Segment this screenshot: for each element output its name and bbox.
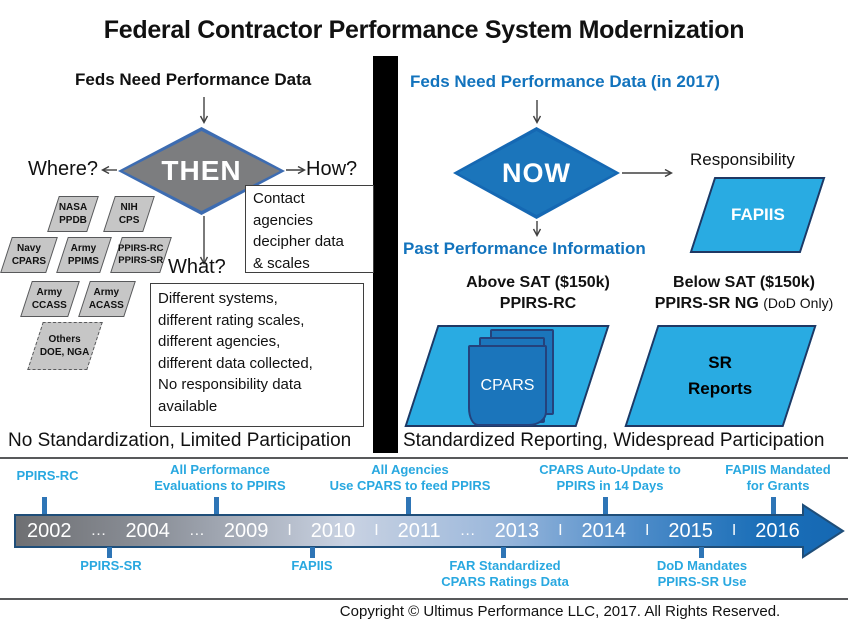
- below-sat-system: PPIRS-SR NG: [654, 295, 759, 312]
- timeline-note-ppirs-sr: PPIRS-SR: [80, 558, 142, 573]
- system-label: Army: [37, 286, 63, 298]
- timeline-tick: [699, 547, 704, 558]
- then-diamond-label: THEN: [161, 155, 242, 186]
- system-label: Army: [71, 242, 97, 254]
- left-footer: No Standardization, Limited Participatio…: [8, 430, 352, 451]
- system-label: CCASS: [32, 299, 68, 310]
- right-footer: Standardized Reporting, Widespread Parti…: [403, 430, 825, 451]
- timeline-separator: I: [644, 522, 650, 539]
- timeline-separator: …: [459, 522, 476, 539]
- below-sat-note: (DoD Only): [763, 295, 834, 311]
- sr-line1: SR: [708, 353, 733, 372]
- separator-line-bottom: [0, 598, 848, 600]
- timeline-note-dod-mandates: DoD Mandates PPIRS-SR Use: [656, 558, 748, 589]
- timeline-separator: I: [374, 522, 379, 539]
- copyright-text: Copyright © Ultimus Performance LLC, 201…: [339, 603, 781, 620]
- now-diamond: NOW: [453, 127, 620, 219]
- timeline-tick: [771, 497, 776, 515]
- system-label: PPIMS: [68, 255, 100, 266]
- timeline-years: 2002 … 2004 … 2009 I 2010 I 2011 … 2013 …: [15, 515, 810, 547]
- timeline-separator: I: [287, 522, 292, 539]
- issues-box-line: different agencies,: [158, 333, 281, 350]
- cpars-doc-front: CPARS: [468, 345, 547, 426]
- contact-box-line: decipher data: [253, 233, 344, 250]
- left-header: Feds Need Performance Data: [75, 70, 312, 89]
- above-sat-line2: PPIRS-RC: [499, 295, 577, 312]
- timeline-tick: [501, 547, 506, 558]
- issues-box-line: Different systems,: [158, 290, 278, 307]
- timeline-note-ppirs-rc: PPIRS-RC: [16, 468, 79, 483]
- issues-box-line: different rating scales,: [158, 311, 305, 329]
- sr-line2: Reports: [688, 379, 753, 398]
- timeline-year: 2013: [494, 519, 540, 542]
- system-label: NIH: [120, 201, 138, 213]
- what-label: What?: [168, 256, 226, 278]
- timeline-year: 2015: [668, 519, 713, 542]
- timeline-year: 2010: [310, 519, 356, 542]
- system-label: CPARS: [11, 255, 47, 266]
- timeline-year: 2014: [581, 519, 627, 542]
- timeline-note-all-agencies: All Agencies Use CPARS to feed PPIRS: [329, 462, 491, 493]
- timeline-arrow: [14, 503, 845, 559]
- timeline-year: 2016: [755, 519, 800, 542]
- where-label: Where?: [28, 158, 99, 180]
- above-sat-line1: Above SAT ($150k): [466, 274, 610, 291]
- timeline-note-fapiis-grants: FAPIIS Mandated for Grants: [725, 462, 831, 493]
- contact-box-line: & scales: [253, 254, 310, 272]
- separator-line-top: [0, 457, 848, 459]
- right-header: Feds Need Performance Data (in 2017): [410, 72, 720, 91]
- past-performance-label: Past Performance Information: [403, 239, 646, 258]
- timeline-tick: [406, 497, 411, 515]
- system-label: Others: [48, 333, 82, 345]
- issues-box-line: available: [158, 397, 218, 415]
- system-label: DOE, NGA: [40, 346, 90, 357]
- below-sat-line1: Below SAT ($150k): [673, 274, 815, 291]
- system-label: CPS: [118, 214, 140, 225]
- issues-box: Different systems, different rating scal…: [150, 283, 364, 427]
- timeline-tick: [42, 497, 47, 515]
- timeline-separator: I: [731, 522, 737, 539]
- now-diamond-label: NOW: [502, 157, 571, 188]
- sr-reports-shape: SR Reports: [624, 325, 817, 427]
- contact-box-line: agencies: [253, 211, 314, 229]
- timeline-note-far-standardized: FAR Standardized CPARS Ratings Data: [441, 558, 569, 589]
- below-sat-header: Below SAT ($150k) PPIRS-SR NG (DoD Only): [624, 272, 848, 314]
- system-label: PPDB: [59, 214, 87, 225]
- system-label: NASA: [58, 201, 88, 213]
- system-label: Navy: [17, 242, 41, 254]
- responsibility-label: Responsibility: [690, 150, 795, 169]
- fapiis-label: FAPIIS: [730, 205, 785, 224]
- timeline-tick: [214, 497, 219, 515]
- timeline-note-evaluations: All Performance Evaluations to PPIRS: [154, 462, 286, 493]
- above-sat-header: Above SAT ($150k) PPIRS-RC: [438, 272, 638, 314]
- timeline-note-fapiis: FAPIIS: [291, 558, 333, 573]
- system-label: PPIRS-RC: [118, 243, 164, 255]
- timeline-year: 2004: [125, 519, 170, 542]
- timeline-year: 2011: [397, 519, 441, 542]
- timeline-year: 2002: [27, 519, 72, 542]
- timeline-tick: [310, 547, 315, 558]
- timeline-separator: …: [90, 522, 107, 539]
- timeline-tick: [107, 547, 112, 558]
- below-sat-line2: PPIRS-SR NG (DoD Only): [624, 293, 848, 314]
- system-label: Army: [94, 286, 120, 298]
- system-label: PPIRS-SR: [118, 255, 164, 266]
- contact-box-line: Contact: [253, 190, 305, 207]
- timeline-separator: …: [188, 522, 205, 539]
- timeline-bar: [14, 503, 845, 559]
- page-title: Federal Contractor Performance System Mo…: [103, 16, 745, 44]
- then-now-divider: [373, 56, 398, 453]
- system-label: ACASS: [89, 299, 125, 310]
- timeline-note-auto-update: CPARS Auto-Update to PPIRS in 14 Days: [539, 462, 681, 493]
- issues-box-line: different data collected,: [158, 354, 313, 372]
- cpars-label: CPARS: [480, 376, 535, 394]
- timeline-year: 2009: [223, 519, 269, 542]
- timeline-tick: [603, 497, 608, 515]
- contact-agencies-box: Contact agencies decipher data & scales: [245, 185, 374, 273]
- issues-box-line: No responsibility data: [158, 376, 302, 393]
- timeline-separator: I: [558, 522, 563, 539]
- how-label: How?: [306, 158, 358, 180]
